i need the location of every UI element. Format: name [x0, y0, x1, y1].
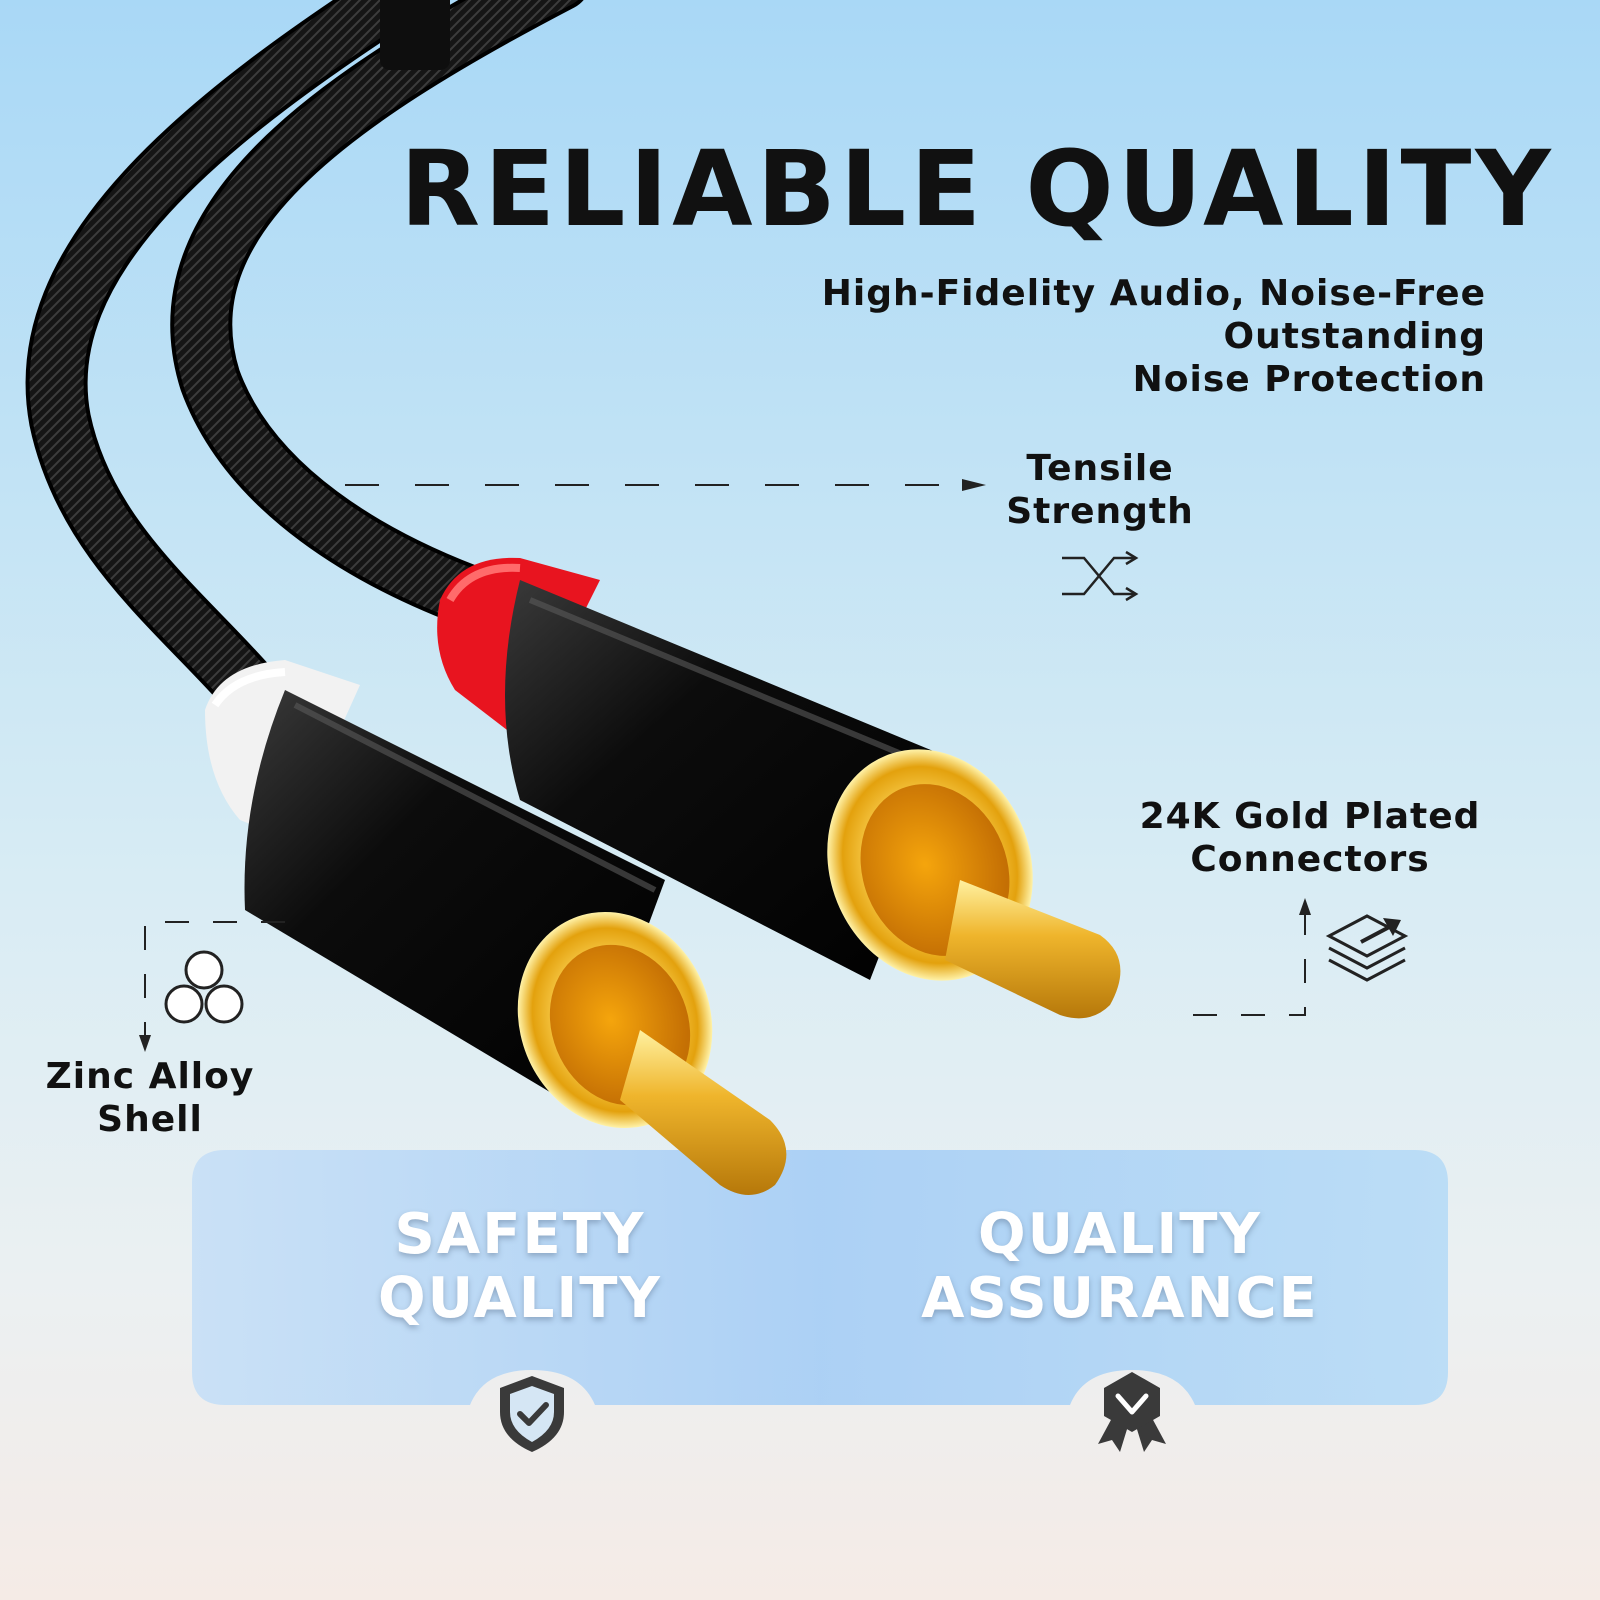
gold-line-1: 24K Gold Plated [1139, 796, 1481, 837]
award-badge-icon [1098, 1372, 1166, 1452]
subtitle-line-1: High-Fidelity Audio, Noise-Free Outstand… [821, 273, 1486, 357]
tensile-line-2: Strength [1006, 491, 1194, 532]
subtitle-line-2: Noise Protection [1132, 359, 1486, 400]
subtitle: High-Fidelity Audio, Noise-Free Outstand… [560, 272, 1486, 401]
tensile-line-1: Tensile [1026, 448, 1174, 489]
three-circles-icon [164, 950, 244, 1024]
safety-quality-label: SAFETY QUALITY [320, 1203, 720, 1331]
crossing-arrows-icon [1062, 550, 1139, 602]
shield-check-icon [500, 1376, 564, 1452]
safety-line-1: SAFETY [394, 1202, 646, 1267]
zinc-alloy-callout: Zinc Alloy Shell [20, 1055, 280, 1141]
gold-connectors-callout: 24K Gold Plated Connectors [1120, 795, 1500, 881]
zinc-line-2: Shell [97, 1099, 203, 1140]
layers-icon [1325, 914, 1409, 982]
headline: RELIABLE QUALITY [400, 128, 1555, 250]
tensile-strength-callout: Tensile Strength [960, 447, 1240, 533]
assurance-line-2: ASSURANCE [921, 1266, 1319, 1331]
safety-line-2: QUALITY [378, 1266, 662, 1331]
assurance-line-1: QUALITY [978, 1202, 1262, 1267]
zinc-line-1: Zinc Alloy [45, 1056, 255, 1097]
quality-assurance-label: QUALITY ASSURANCE [880, 1203, 1360, 1331]
gold-line-2: Connectors [1190, 839, 1430, 880]
